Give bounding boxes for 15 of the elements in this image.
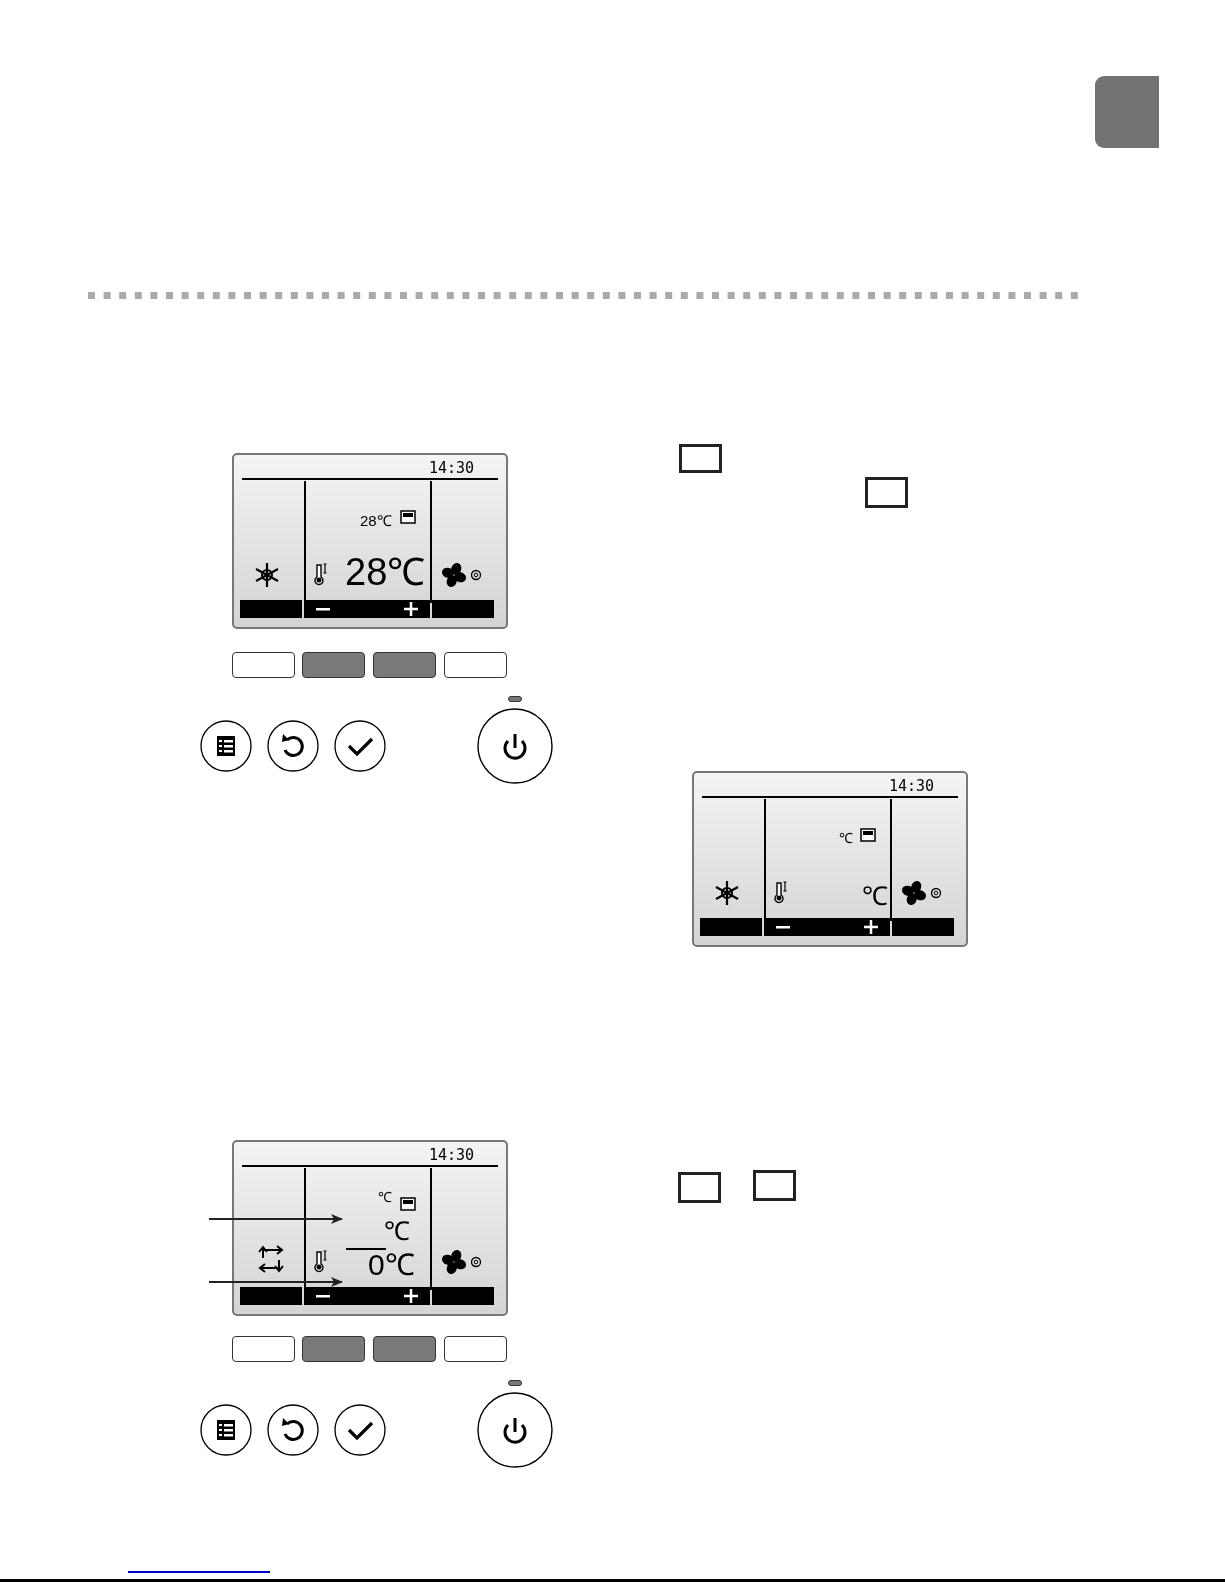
clock-time: 14:30 xyxy=(429,461,475,476)
lcd-screen xyxy=(692,771,968,947)
temperature-unit: ℃ xyxy=(384,1218,410,1244)
room-temperature: 28℃ xyxy=(345,553,426,591)
lcd-screen xyxy=(232,1140,508,1316)
clock-time: 14:30 xyxy=(889,779,935,794)
temperature-value: 0℃ xyxy=(368,1250,415,1280)
leader-arrow xyxy=(208,1214,343,1224)
set-temperature: 28℃ xyxy=(360,513,392,528)
leader-arrow xyxy=(208,1277,343,1287)
temperature-unit: ℃ xyxy=(862,883,888,909)
clock-time: 14:30 xyxy=(429,1148,475,1163)
temperature-unit: ℃ xyxy=(839,831,853,845)
temperature-unit: ℃ xyxy=(378,1190,392,1204)
lcd-screen xyxy=(232,453,508,629)
